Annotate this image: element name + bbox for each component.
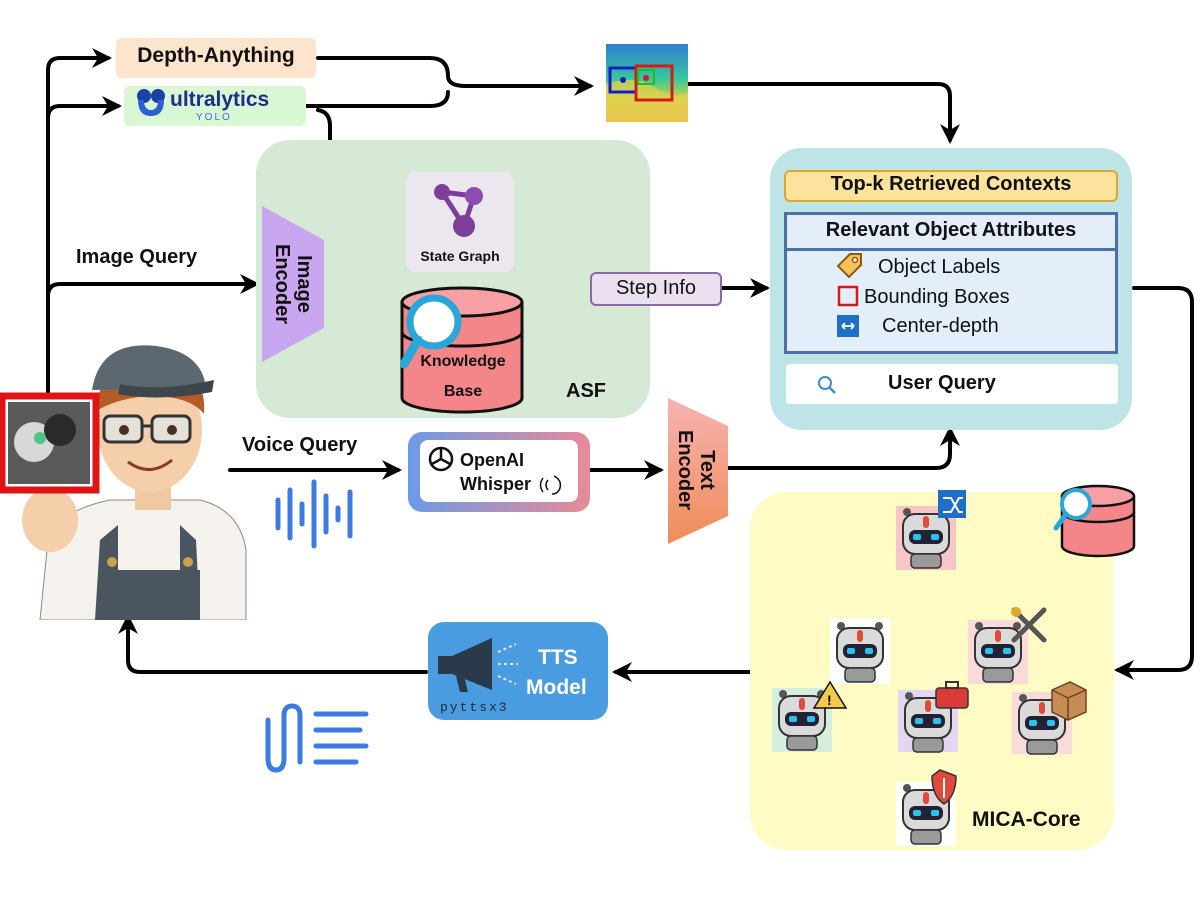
- openai-icon: [428, 446, 454, 472]
- arrow-tts-user: [118, 614, 428, 674]
- svg-text:!: !: [827, 692, 832, 708]
- yolo-label: YOLO: [196, 112, 232, 123]
- user-query-label: User Query: [888, 372, 996, 394]
- tts-label-2: Model: [526, 676, 587, 699]
- center-depth-icon: [837, 315, 859, 337]
- whisper-label: Whisper: [460, 474, 532, 494]
- robot-icon: [830, 618, 890, 685]
- arrow-to-mica: [1114, 286, 1194, 680]
- attributes-title: Relevant Object Attributes: [825, 219, 1077, 241]
- speaking-icon: [539, 475, 562, 495]
- tts-label-1: TTS: [538, 646, 578, 669]
- warning-icon: !: [812, 680, 848, 709]
- arrow-yolo-merge: [304, 90, 450, 108]
- arrow-to-depth: [46, 48, 112, 397]
- image-query-label: Image Query: [76, 246, 198, 268]
- bounding-boxes-text: Bounding Boxes: [864, 286, 1010, 308]
- text-encoder-shape: [668, 398, 728, 544]
- depth-map-image: [606, 44, 688, 122]
- search-icon: [818, 376, 836, 394]
- knowledge-base-label-2: Base: [443, 383, 483, 400]
- shield-icon: [931, 769, 957, 805]
- arrow-image-query: [46, 274, 260, 298]
- depth-anything-box: [116, 38, 316, 78]
- waveform-icon: [265, 703, 369, 773]
- center-depth-text: Center-depth: [882, 315, 999, 337]
- toolbox-icon: [935, 681, 969, 709]
- arrow-to-yolo: [46, 96, 122, 120]
- topk-header-box: [784, 170, 1118, 202]
- mica-core-label: MICA-Core: [972, 808, 1081, 831]
- object-labels-text: Object Labels: [878, 256, 1001, 278]
- arrow-to-depthmap: [316, 56, 594, 96]
- robot-icon: [968, 619, 1028, 685]
- tools-icon: [1011, 607, 1047, 643]
- ultralytics-label: ultralytics: [170, 88, 270, 111]
- shuffle-icon: [938, 490, 966, 518]
- package-icon: [1051, 681, 1087, 721]
- ultralytics-logo-icon: [137, 89, 165, 116]
- user-illustration: [0, 345, 247, 620]
- arrow-encoder-contexts: [726, 426, 960, 470]
- openai-label: OpenAI: [460, 450, 525, 470]
- arrow-to-contexts: [686, 82, 960, 144]
- topk-header-label: Top-k Retrieved Contexts: [830, 173, 1072, 195]
- bounding-box-icon: [837, 285, 859, 307]
- waveform-icon: [275, 479, 353, 549]
- depth-anything-label: Depth-Anything: [137, 44, 295, 67]
- search-icon: [400, 294, 462, 369]
- image-encoder-shape: [262, 206, 324, 362]
- knowledge-base-label-1: Knowledge: [420, 353, 506, 370]
- voice-query-label: Voice Query: [242, 434, 358, 456]
- tag-icon: [836, 253, 862, 279]
- step-info-box: [590, 272, 722, 306]
- user-query-box: [786, 364, 1118, 404]
- attributes-divider: [784, 248, 1118, 251]
- graph-icon: [434, 184, 483, 237]
- pyttsx3-label: pyttsx3: [440, 700, 509, 715]
- state-graph-label: State Graph: [420, 248, 500, 264]
- asf-label: ASF: [566, 380, 606, 402]
- speaker-icon: [438, 638, 518, 692]
- step-info-label: Step Info: [615, 277, 697, 299]
- database-icon: [1053, 484, 1136, 558]
